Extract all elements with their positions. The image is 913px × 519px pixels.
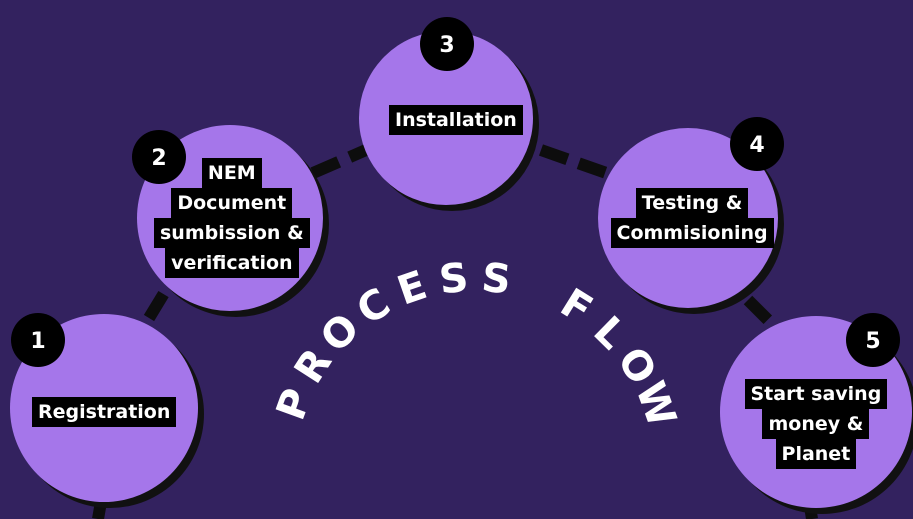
connector-4 xyxy=(539,144,614,181)
title-letter: E xyxy=(392,262,433,314)
step-3-label: Installation xyxy=(389,105,523,135)
step-2-label-line: sumbission & xyxy=(154,218,310,248)
title-letter: S xyxy=(437,255,471,304)
step-badges: 1 2 3 4 5 xyxy=(11,17,900,367)
step-5-badge xyxy=(846,313,900,367)
connector-2 xyxy=(143,286,172,322)
step-3-label-line: Installation xyxy=(389,105,523,135)
step-1-label-line: Registration xyxy=(32,397,177,427)
connector-3 xyxy=(310,144,369,179)
step-4-label-line: Commisioning xyxy=(610,218,774,248)
step-4-label-line: Testing & xyxy=(635,188,749,218)
step-2-label-line: verification xyxy=(165,248,299,278)
step-5-label-line: money & xyxy=(762,409,870,439)
step-2-label-line: NEM xyxy=(201,158,262,188)
title-letter: F xyxy=(552,280,599,333)
step-3-number: 3 xyxy=(439,33,454,58)
step-4-label: Testing &Commisioning xyxy=(610,188,774,248)
step-4-badge xyxy=(730,117,784,171)
step-3-badge xyxy=(420,17,474,71)
step-2-badge xyxy=(132,130,186,184)
step-1-label: Registration xyxy=(32,397,177,427)
step-5-label-line: Start saving xyxy=(744,379,888,409)
step-5-label-line: Planet xyxy=(775,439,857,469)
step-5-number: 5 xyxy=(865,329,880,354)
title-letter: S xyxy=(479,255,513,304)
title-letter: P xyxy=(268,383,321,426)
step-2-number: 2 xyxy=(151,146,166,171)
connector-5 xyxy=(743,295,779,331)
step-4-number: 4 xyxy=(749,133,764,158)
step-1-badge xyxy=(11,313,65,367)
step-2-label-line: Document xyxy=(171,188,293,218)
step-1-number: 1 xyxy=(30,329,45,354)
